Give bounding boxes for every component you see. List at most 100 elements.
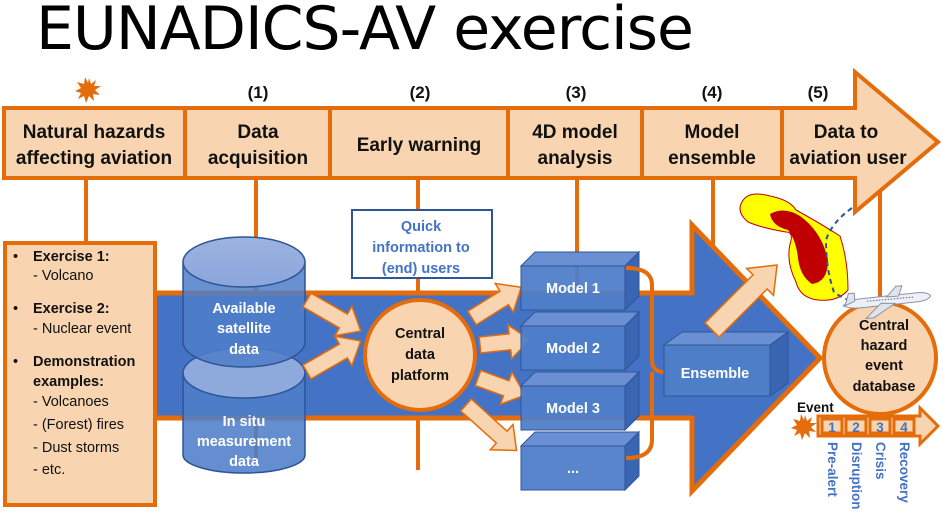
exercise-2-heading: Exercise 2: <box>33 301 110 317</box>
stage-label-data-to-user: aviation user <box>789 148 907 169</box>
stage-label-model-ensemble: Model <box>685 122 740 143</box>
hazards-box: • Exercise 1: - Volcano • Exercise 2: - … <box>3 241 157 507</box>
stage-label-data-acquisition: acquisition <box>208 148 308 169</box>
demonstration-heading: Demonstration <box>33 354 135 370</box>
phase-number: 3 <box>876 420 884 435</box>
cylinder-body <box>182 262 306 368</box>
page-title: EUNADICS-AV exercise <box>36 0 694 64</box>
hazard-database-label: event <box>865 358 903 374</box>
quick-info-frame <box>351 209 493 279</box>
hazard-database-label: hazard <box>861 338 908 354</box>
bullet: • <box>13 301 18 317</box>
process-arrow-body <box>2 67 942 217</box>
explosion-star-icon <box>75 77 101 103</box>
model-box-top <box>519 371 641 387</box>
stage-label-early-warning: Early warning <box>357 135 482 156</box>
demonstration-heading: examples: <box>33 374 104 390</box>
satellite-database: Available satellite data <box>182 236 306 368</box>
stage-label-natural-hazards: affecting aviation <box>16 148 172 169</box>
central-hazard-database: Central hazard event database <box>822 300 938 416</box>
list-item: - Dust storms <box>33 440 119 456</box>
phase-box <box>892 417 916 435</box>
arrow-platform-to-model-3 <box>474 369 527 406</box>
list-item: - (Forest) fires <box>33 417 124 433</box>
stage-number: (5) <box>808 83 829 102</box>
satellite-label: satellite <box>217 321 271 337</box>
hazard-database-label: Central <box>859 318 909 334</box>
platform-label: data <box>405 347 436 363</box>
model-box: ... <box>519 430 641 492</box>
bullet: • <box>13 354 18 370</box>
hazard-database-label: database <box>853 379 916 395</box>
exercise-1-heading: Exercise 1: <box>33 249 110 265</box>
in-situ-label: measurement <box>197 434 291 450</box>
phase-number: 1 <box>828 420 836 435</box>
model-box-top <box>519 431 641 447</box>
stage-label-data-to-user: Data to <box>814 122 878 143</box>
event-timeline: Event 1 2 3 4 Pre-alert Disruption Crisi… <box>791 400 941 510</box>
satellite-label: Available <box>212 301 275 317</box>
quick-info-label: (end) users <box>382 261 460 277</box>
model-box-top <box>519 251 641 267</box>
model-box: Model 2 <box>519 310 641 372</box>
platform-label: Central <box>395 326 445 342</box>
quick-info-box: Quick information to (end) users <box>351 209 493 279</box>
cylinder-top <box>182 236 306 288</box>
model-box-front <box>520 385 626 431</box>
stage-label-4d-model: 4D model <box>532 122 618 143</box>
process-arrow: (1) (2) (3) (4) (5) Natural hazards affe… <box>2 67 942 217</box>
phase-name-pre-alert: Pre-alert <box>825 442 840 497</box>
phase-name-crisis: Crisis <box>873 442 888 480</box>
bullet: • <box>13 249 18 265</box>
model-label: Model 3 <box>546 401 600 417</box>
list-item: - etc. <box>33 462 65 478</box>
quick-info-label: Quick <box>401 219 442 235</box>
input-arrows <box>301 282 531 452</box>
platform-label: platform <box>391 368 449 384</box>
cylinder-body <box>182 373 306 474</box>
stage-label-natural-hazards: Natural hazards <box>23 122 166 143</box>
phase-box <box>820 417 844 435</box>
model-stack: Model 1 Model 2 Model 3... <box>519 250 641 492</box>
hazard-plume-map <box>739 193 859 303</box>
stage-number: (3) <box>566 83 587 102</box>
ensemble-box: Ensemble <box>662 331 790 397</box>
model-box: Model 3 <box>519 370 641 432</box>
central-data-platform: Central data platform <box>363 298 477 412</box>
phase-name-recovery: Recovery <box>897 442 912 503</box>
list-item: - Nuclear event <box>33 321 131 337</box>
phase-box <box>844 417 868 435</box>
airplane-icon <box>842 285 932 319</box>
arrow-satellite-to-platform <box>301 292 362 337</box>
phase-box <box>868 417 892 435</box>
phase-number: 4 <box>900 420 908 435</box>
arrow-platform-to-more-models <box>459 397 518 452</box>
flight-route <box>824 207 859 303</box>
arrow-platform-to-model-1 <box>466 282 523 326</box>
model-box-top <box>519 311 641 327</box>
model-label: Model 2 <box>546 341 600 357</box>
quick-info-label: information to <box>372 240 470 256</box>
list-item: - Volcano <box>33 268 93 284</box>
event-label: Event <box>797 400 834 415</box>
hazards-box-frame <box>3 241 157 507</box>
stage-label-data-acquisition: Data <box>237 122 279 143</box>
model-box-front <box>520 325 626 371</box>
platform-circle <box>363 298 477 412</box>
phase-name-disruption: Disruption <box>849 442 864 510</box>
model-label: Model 1 <box>546 281 600 297</box>
in-situ-label: data <box>229 454 260 470</box>
model-box-front <box>520 265 626 311</box>
model-label: ... <box>567 461 579 477</box>
satellite-label: data <box>229 342 260 358</box>
model-box: Model 1 <box>519 250 641 312</box>
hazard-zone-core <box>770 210 828 284</box>
ensemble-label: Ensemble <box>681 366 750 382</box>
in-situ-label: In situ <box>223 414 266 430</box>
stage-number: (1) <box>248 83 269 102</box>
arrow-insitu-to-platform <box>301 335 362 380</box>
event-explosion-icon <box>791 414 817 440</box>
model-box-front <box>520 445 626 491</box>
arrow-ensemble-to-hazard-map <box>703 264 778 339</box>
